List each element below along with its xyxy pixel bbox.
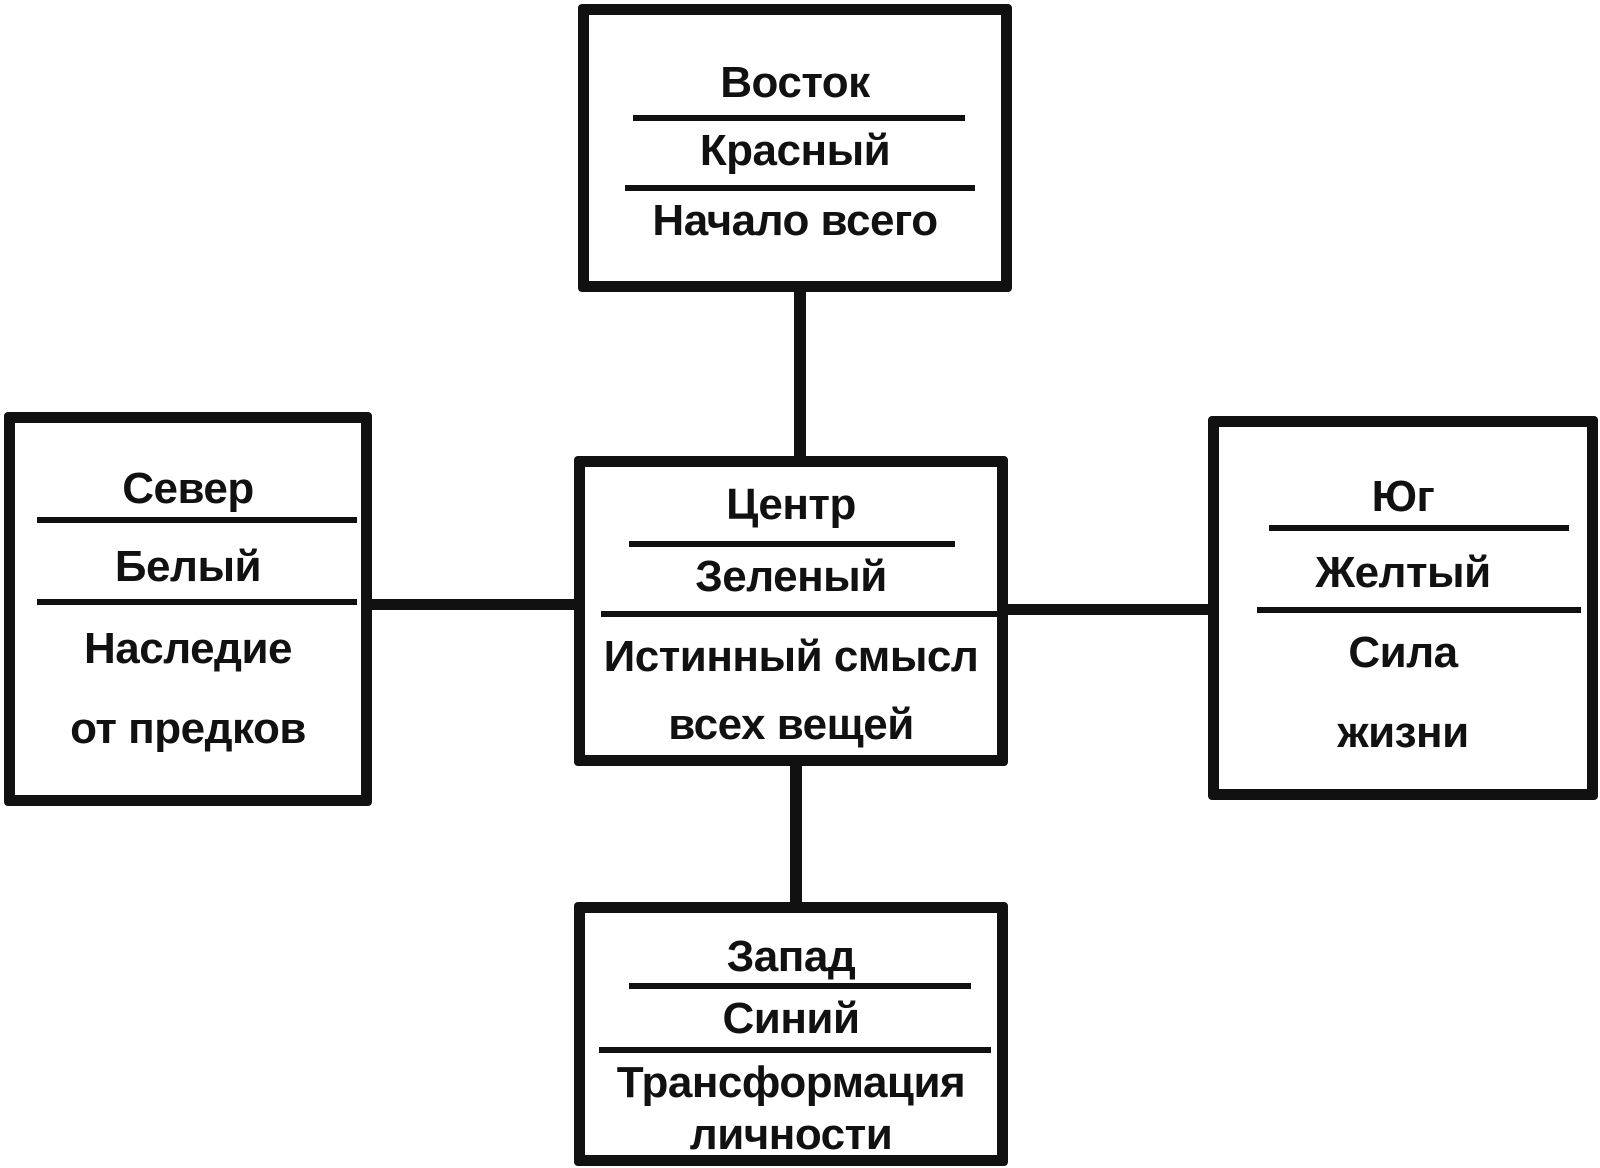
node-south-meaning-line-1: Сила — [1348, 628, 1458, 677]
node-center-meaning-line-1: Истинный смысл — [603, 632, 979, 681]
node-east-divider-1 — [633, 115, 965, 121]
node-north: Север Белый Наследие от предков — [4, 412, 372, 806]
node-center: Центр Зеленый Истинный смысл всех вещей — [574, 456, 1008, 766]
node-east-divider-2 — [625, 185, 975, 191]
node-north-divider-1 — [37, 517, 357, 523]
node-west-divider-1 — [629, 983, 971, 989]
node-north-divider-2 — [37, 599, 357, 605]
node-east-meaning-line-1: Начало всего — [652, 196, 938, 245]
node-west-color: Синий — [722, 994, 861, 1043]
node-center-meaning-line-2: всех вещей — [668, 700, 914, 749]
edge-center-east — [794, 286, 806, 460]
node-south-meaning-line-2: жизни — [1337, 708, 1469, 757]
node-east-color: Красный — [699, 126, 891, 175]
node-east: Восток Красный Начало всего — [578, 4, 1012, 292]
node-center-divider-2 — [601, 611, 999, 617]
node-north-color: Белый — [114, 542, 262, 591]
node-south-direction: Юг — [1371, 472, 1435, 521]
node-center-divider-1 — [629, 541, 955, 547]
node-center-direction: Центр — [726, 480, 856, 529]
edge-center-west — [790, 760, 802, 908]
node-west-meaning-line-2: личности — [689, 1110, 893, 1159]
node-south-divider-2 — [1257, 607, 1581, 613]
node-south-color: Желтый — [1315, 548, 1491, 597]
node-south: Юг Желтый Сила жизни — [1208, 416, 1598, 800]
node-west-direction: Запад — [726, 932, 856, 981]
node-east-direction: Восток — [720, 58, 870, 107]
node-north-meaning-line-2: от предков — [70, 704, 306, 753]
edge-center-north — [360, 599, 578, 610]
node-north-meaning-line-1: Наследие — [83, 624, 293, 673]
node-west: Запад Синий Трансформация личности — [574, 902, 1008, 1166]
node-south-divider-1 — [1269, 525, 1569, 531]
node-west-divider-2 — [599, 1047, 991, 1053]
node-center-color: Зеленый — [695, 552, 887, 601]
node-north-direction: Север — [122, 464, 254, 513]
edge-center-south — [1002, 604, 1216, 615]
node-west-meaning-line-1: Трансформация — [616, 1058, 966, 1107]
